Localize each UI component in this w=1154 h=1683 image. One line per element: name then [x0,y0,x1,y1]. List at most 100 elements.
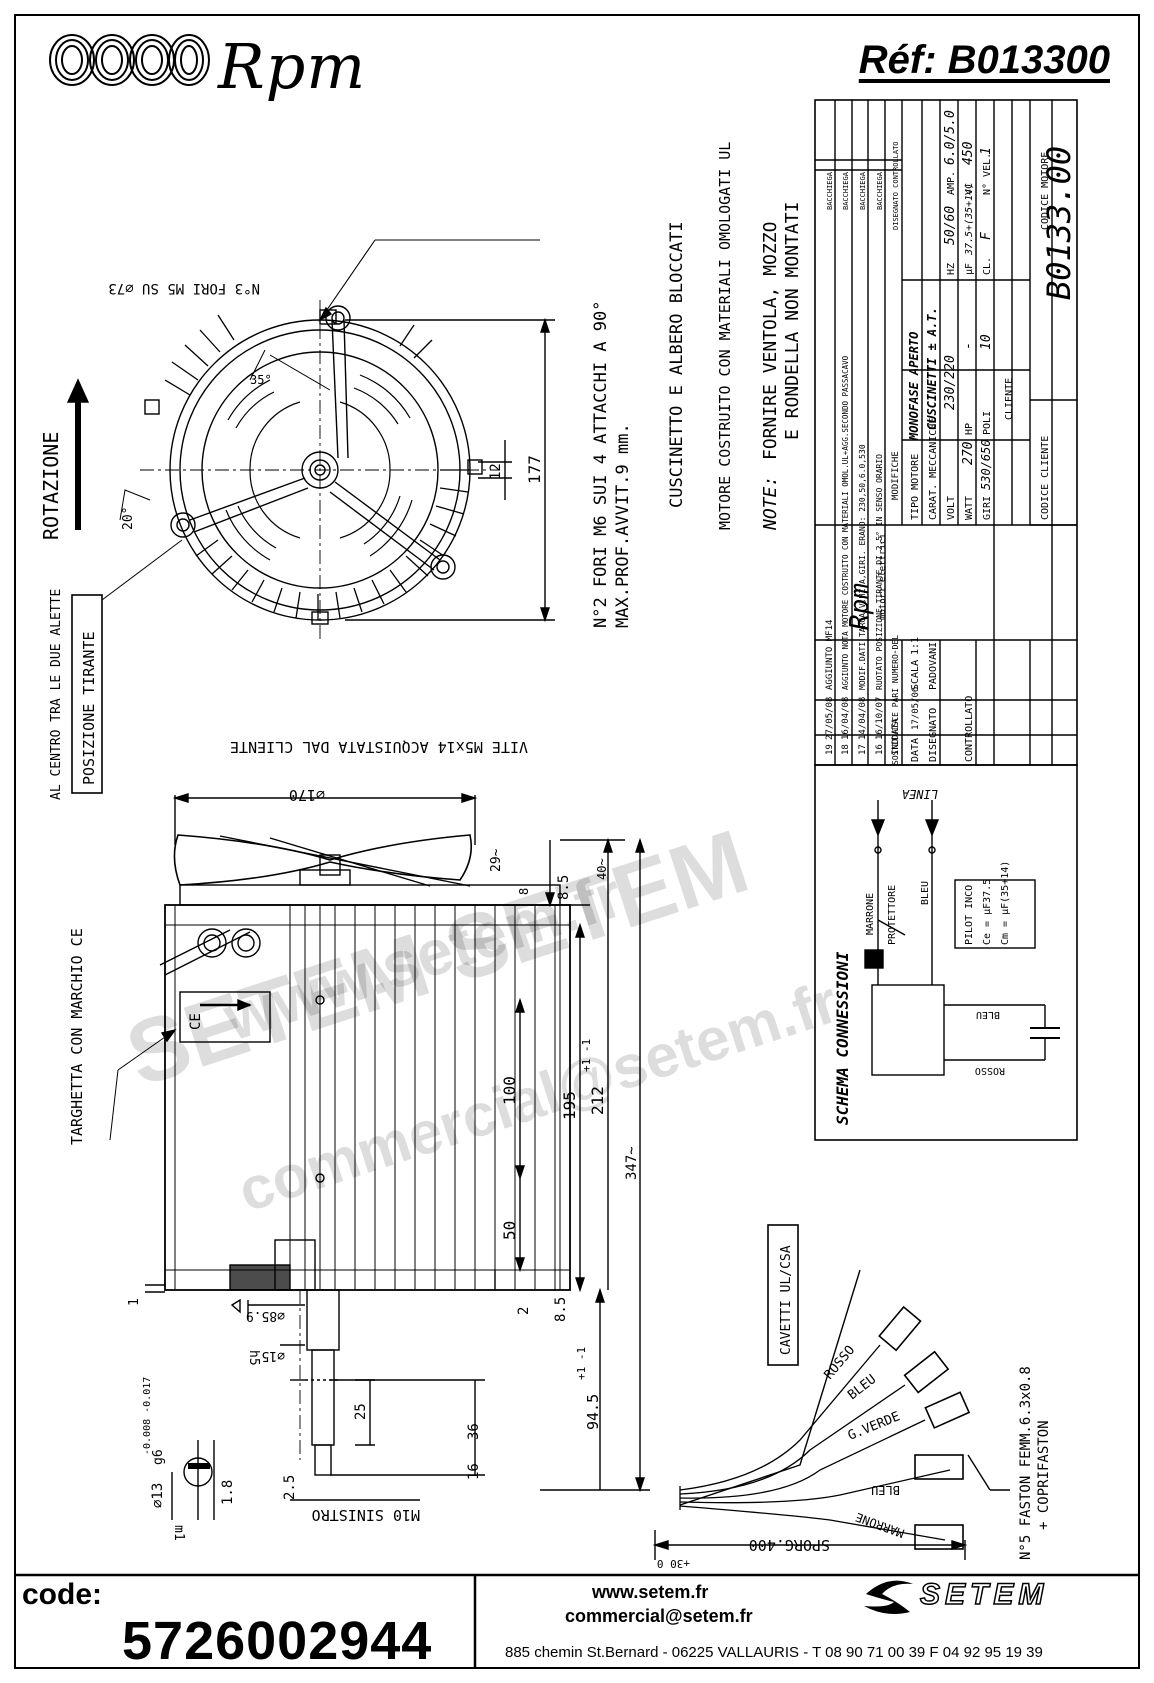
tb-logo-sub: motori elettrici [878,533,888,620]
schema-bleu: BLEU [920,881,931,905]
setem-logo: SETEM [919,1577,1049,1612]
poli-label: POLI [982,411,993,435]
tirante-position: POSIZIONE TIRANTE [80,631,98,785]
footer-website-link[interactable]: www.setem.fr [592,1582,709,1602]
codice-motore-label: CODICE MOTORE [1040,152,1051,230]
note-bearing: CUSCINETTO E ALBERO BLOCCATI [667,221,687,508]
schema-cm: Cm = µF(35+14) [1000,861,1011,945]
amp-label: AMP. [946,171,957,195]
cl-value: F [979,231,994,240]
schema-rosso: ROSSO [975,1065,1005,1076]
sostituisce-label: SOSTITUISCE PARI NUMERO DEL [891,635,900,765]
codice-motore-value: B0133.00 [1040,146,1078,300]
rev-19-text: AGGIUNTO MF14 [825,620,835,690]
vite-note: VITE M5x14 ACQUISTATA DAL CLIENTE [230,738,528,756]
uf-value: 37.5+(35+14) [964,183,975,256]
dim-12: 12 [488,463,504,480]
amp-value: 6.0/5.0 [943,110,958,165]
cl-label: CL. [982,257,993,275]
dim-1-8: 1.8 [220,1480,236,1505]
dim-8-5-bottom: 8.5 [553,1297,569,1322]
dim-29: 29~ [489,848,504,872]
schema-title: SCHEMA CONNESSIONI [833,951,852,1125]
dim-2: 2 [516,1307,532,1315]
motor-side-view [109,793,650,1520]
footer-email-link[interactable]: commercial@setem.fr [565,1606,753,1626]
tipo-label: TIPO MOTORE [910,454,921,520]
note-ul: MOTORE COSTRUITO CON MATERIALI OMOLOGATI… [716,142,734,530]
schema-pilot: PILOT INCO [964,885,975,945]
schema-bleu-2: BLEU [976,1009,1000,1020]
vc-value: 450 [961,141,976,165]
sostituisce-value: - [890,649,901,655]
carat-value: CUSCINETTI ± A.T. [925,307,939,430]
notes-label: NOTE: [760,476,781,531]
giri-value: 530/650 [979,439,993,490]
rev-19-n: 19 [825,744,835,755]
rev-17-firm: BACCHIEGA [859,171,867,210]
dim-25: 25 [353,1403,369,1420]
dim-2-5: 2.5 [282,1475,298,1500]
data-value: 17/05/06 [911,687,921,730]
m1: m1 [171,1525,186,1541]
footer-address: 885 chemin St.Bernard - 06225 VALLAURIS … [505,1644,1043,1661]
volt-value: 230/220 [943,355,958,410]
ce-mark: CE [188,1013,204,1030]
rev-head-n: IND [891,739,901,755]
hz-value: 50/60 [943,206,958,245]
dim-8-5-top: 8.5 [556,875,572,900]
schema-linea: LINEA [902,787,938,801]
rev-19-date: 27/05/08 [825,697,835,740]
cable-gverde: G.VERDE [846,1409,902,1443]
brand-name: Rpm [218,30,367,103]
tb-logo: Rpm [845,583,875,630]
rev-head-firm: DISEGNATO CONTROLLATO [892,141,900,230]
rev-17-date: 14/04/08 [858,697,868,740]
carat-label: CARAT. MECCANICHE [928,418,939,520]
sporg-tol: +30 0 [657,1557,690,1570]
rpm-coil-logo-icon [49,34,210,86]
hp-label: HP [964,423,975,435]
rev-18-date: 16/04/08 [841,697,851,740]
tirante-box [71,594,103,794]
faston-note-2: + COPRIFASTON [1036,1420,1052,1530]
g6-tolerance-values: -0.008 -0.017 [142,1377,153,1455]
dim-50: 50 [500,1221,519,1240]
notes-line-1: FORNIRE VENTOLA, MOZZO [760,222,781,460]
dim-212: 212 [588,1086,607,1115]
vel-value: 1 [979,147,994,155]
dim-16: 16 [466,1463,482,1480]
dia-85-9: ⌀85.9 [246,1308,285,1323]
cliente-label: CLIENTE [1004,378,1015,420]
dim-8: 8 [517,888,531,895]
dim-40: 40~ [595,858,609,880]
dia-170: ⌀170 [289,786,325,804]
cable-bleu: BLEU [845,1372,879,1403]
angle-35: 35° [250,373,272,387]
dim-100: 100 [500,1076,519,1105]
g6-tolerance: g6 [151,1449,166,1465]
dia-15: ⌀15 [262,1348,285,1363]
reference-number: Réf: B013300 [858,38,1110,82]
rev-16-n: 16 [875,744,885,755]
rev-18-firm: BACCHIEGA [842,171,850,210]
rev-18-n: 18 [841,744,851,755]
product-code: 5726002944 [122,1611,433,1671]
rev-16-firm: BACCHIEGA [876,171,884,210]
setem-swirl-icon [864,1580,913,1614]
hp-value: - [961,342,976,350]
rev-17-n: 17 [858,744,868,755]
sporg-dim: SPORG.400 [749,1536,830,1554]
cables-title: CAVETTI UL/CSA [779,1245,794,1355]
vc-label: VC [964,183,975,195]
thread-m10: M10 SINISTRO [312,1506,420,1524]
uf-label: µF [964,263,975,275]
scala-value: 1:1 [910,637,921,655]
tirante-note: AL CENTRO TRA LE DUE ALETTE [49,589,64,800]
rev-19-firm: BACCHIEGA [826,171,834,210]
faston-note-1: N°5 FASTON FEMM.6.3x0.8 [1018,1366,1034,1560]
disegnato-label: DISEGNATO [928,708,939,762]
rev-head-text: MODIFICHE [891,451,901,500]
watt-value: 270 [961,441,976,465]
hz-label: HZ [946,263,957,275]
